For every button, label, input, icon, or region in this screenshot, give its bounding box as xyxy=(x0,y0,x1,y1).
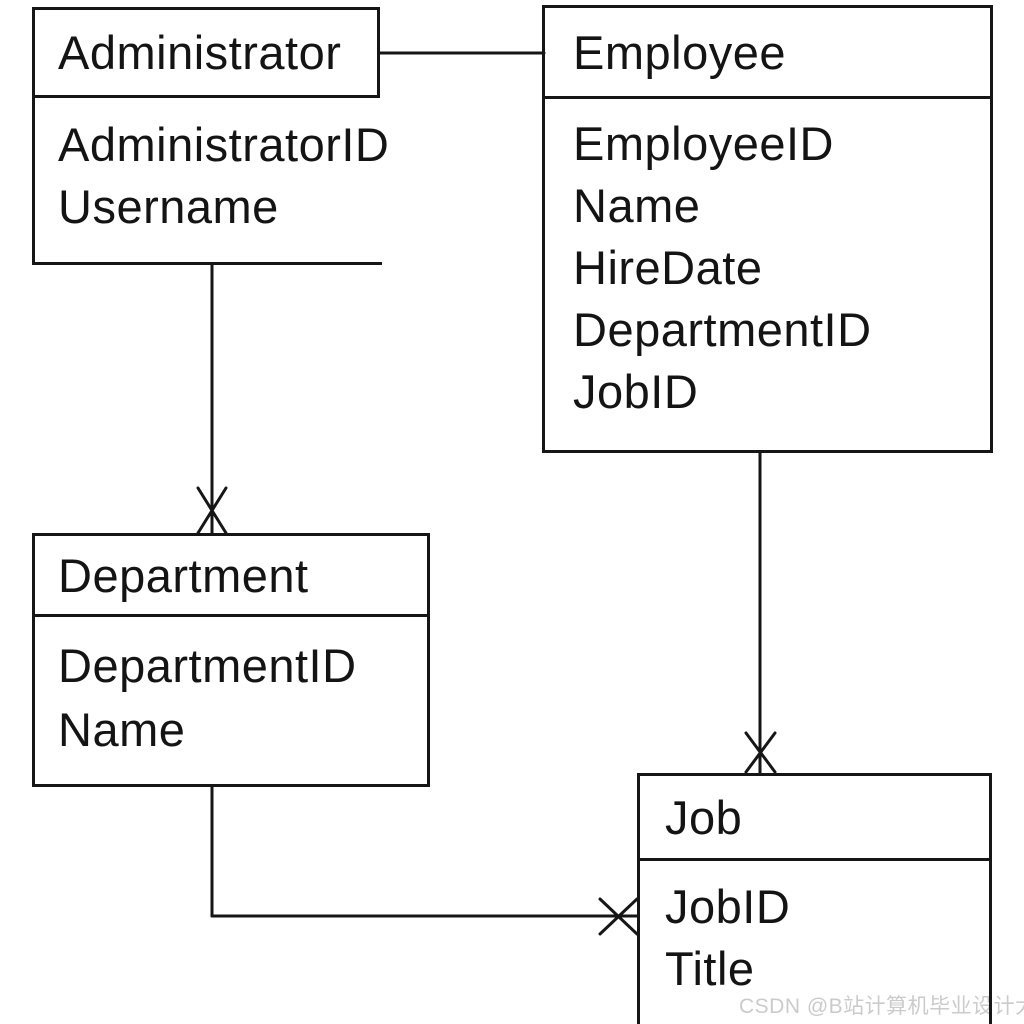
entity-job: Job JobID Title xyxy=(637,773,992,1024)
field-hiredate: HireDate xyxy=(573,241,763,294)
field-departmentid: DepartmentID xyxy=(573,303,872,356)
x-marker-job-top-arm1 xyxy=(744,731,777,774)
x-marker-job-top-arm2 xyxy=(744,731,777,774)
field-name: Name xyxy=(58,703,186,756)
entity-department: Department DepartmentID Name xyxy=(32,533,430,787)
field-administratorid: AdministratorID xyxy=(58,118,390,171)
entity-employee-title: Employee xyxy=(573,25,786,79)
entity-department-fields: DepartmentID Name xyxy=(35,617,427,762)
entity-department-title: Department xyxy=(58,548,309,602)
entity-administrator-header: Administrator xyxy=(32,7,380,98)
entity-employee-header: Employee xyxy=(545,8,990,99)
field-title: Title xyxy=(665,942,755,995)
field-username: Username xyxy=(58,180,279,233)
entity-administrator-title: Administrator xyxy=(58,26,342,79)
entity-department-header: Department xyxy=(35,536,427,617)
x-marker-department-arm1 xyxy=(196,486,228,535)
entity-job-title: Job xyxy=(665,790,743,844)
x-marker-job-left-arm2 xyxy=(598,897,639,936)
entity-job-fields: JobID Title xyxy=(640,861,989,1000)
x-marker-job-left-arm1 xyxy=(598,897,639,936)
entity-employee: Employee EmployeeID Name HireDate Depart… xyxy=(542,5,993,453)
field-jobid: JobID xyxy=(665,880,791,933)
field-name: Name xyxy=(573,179,701,232)
entity-administrator-fields: AdministratorID Username xyxy=(32,98,390,265)
entity-job-header: Job xyxy=(640,776,989,861)
entity-employee-fields: EmployeeID Name HireDate DepartmentID Jo… xyxy=(545,99,990,423)
csdn-watermark: CSDN @B站计算机毕业设计大学 xyxy=(739,995,1024,1018)
field-employeeid: EmployeeID xyxy=(573,117,834,170)
field-departmentid: DepartmentID xyxy=(58,639,357,692)
field-jobid: JobID xyxy=(573,365,699,418)
x-marker-department-arm2 xyxy=(196,486,228,535)
